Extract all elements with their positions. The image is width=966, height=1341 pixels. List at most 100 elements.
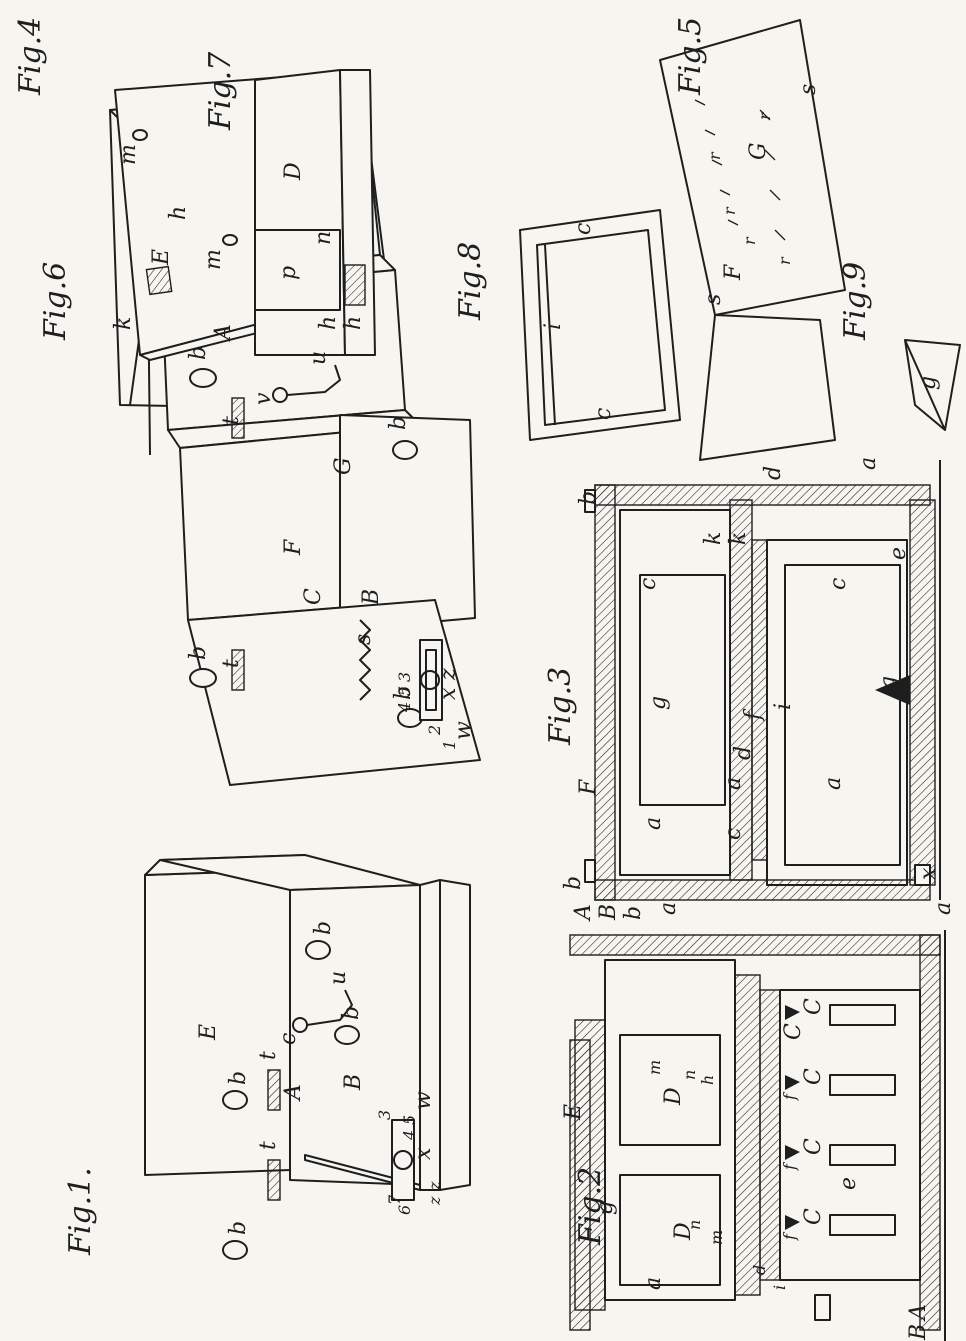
label: G	[746, 142, 771, 160]
fig1-caption: Fig.1.	[63, 1167, 98, 1256]
label: a	[641, 1277, 666, 1290]
label: 3	[375, 1110, 394, 1120]
label: h	[316, 316, 341, 330]
fig7-opening	[254, 229, 341, 311]
label: C	[301, 588, 326, 605]
fig3-lower-box	[784, 564, 901, 866]
label: B	[906, 1324, 931, 1341]
label: E	[149, 249, 174, 266]
fig2-comb	[829, 1144, 896, 1166]
label: z	[436, 668, 461, 681]
fig3-frame	[751, 539, 768, 861]
fig8-inner	[536, 229, 666, 426]
label: m	[201, 249, 226, 270]
label: 1	[440, 740, 459, 750]
label: d	[750, 1265, 769, 1275]
label: u	[326, 971, 351, 985]
fig2-wall-top	[569, 934, 941, 956]
fig5-plate-lower	[699, 314, 836, 461]
fig3-lower-chamber	[766, 539, 908, 886]
label: h	[341, 316, 366, 330]
fig3-caption: Fig.3	[543, 667, 578, 746]
label: k	[726, 532, 751, 545]
label: F	[721, 264, 746, 281]
figure-9: Fig.9	[838, 262, 961, 431]
label: 2	[425, 725, 444, 736]
fig4-knob	[189, 368, 217, 388]
label: c	[571, 223, 596, 235]
fig2-box-d2	[619, 1174, 721, 1286]
label: E	[561, 1104, 586, 1121]
label: D	[661, 1087, 686, 1106]
figure-3: Fig.3	[543, 460, 941, 901]
fig2-divider	[759, 989, 781, 1281]
label: 5	[395, 686, 414, 696]
label: g	[593, 1201, 618, 1215]
label: v	[251, 392, 276, 405]
label: x	[411, 1147, 436, 1160]
label: E	[196, 1024, 221, 1041]
fig2-upper-box	[604, 959, 736, 1301]
label: r	[775, 256, 794, 265]
label: B	[359, 589, 384, 606]
label: G	[331, 457, 356, 475]
label: w	[451, 721, 476, 740]
label: z	[425, 1196, 444, 1206]
label: a	[656, 902, 681, 915]
label: b	[226, 1071, 251, 1085]
label: r	[755, 111, 774, 120]
label: D	[281, 162, 306, 181]
fig3-wall-top	[594, 484, 616, 901]
label: 4	[400, 1130, 419, 1141]
label: B	[596, 904, 621, 921]
label: h	[166, 206, 191, 220]
label: m	[645, 1060, 664, 1075]
fig2-comb	[829, 1004, 896, 1026]
label: w	[411, 1091, 436, 1110]
label: b	[576, 491, 601, 505]
fig2-caption: Fig.2	[573, 1167, 608, 1246]
label: t	[256, 1141, 281, 1150]
fig2-box-d1	[619, 1034, 721, 1146]
fig7-caption: Fig.7	[203, 51, 238, 131]
fig4-knob	[189, 668, 217, 688]
fig3-floor	[729, 499, 753, 881]
label: b	[339, 1006, 364, 1020]
label: n	[685, 1220, 704, 1230]
label: z	[425, 1181, 444, 1191]
label: i	[771, 703, 796, 710]
label: a	[641, 817, 666, 830]
fig8-frame	[519, 209, 681, 441]
label: g	[876, 676, 901, 690]
label: u	[306, 351, 331, 365]
fig2-lower-box	[779, 989, 921, 1281]
label: A	[571, 904, 596, 922]
label: c	[276, 1033, 301, 1045]
label: g	[646, 696, 671, 710]
label: b	[186, 346, 211, 360]
label: h	[698, 1075, 717, 1085]
label: e	[836, 1177, 861, 1190]
label: d	[761, 466, 786, 480]
fig7-box-side	[339, 69, 376, 356]
label: C	[801, 1208, 826, 1225]
reference-labels: E A B C G F b b b b t t v u s 1 2 4 5 3 …	[111, 84, 956, 1341]
figure-7: Fig.7	[203, 51, 376, 356]
label: b	[386, 416, 411, 430]
fig8-caption: Fig.8	[453, 242, 488, 321]
label: d	[731, 746, 756, 760]
label: F	[281, 539, 306, 556]
fig2-wall-right	[919, 934, 941, 1331]
label: k	[701, 532, 726, 545]
label: c	[591, 408, 616, 420]
label: m	[707, 1230, 726, 1245]
label: A	[211, 324, 236, 342]
label: k	[111, 317, 136, 330]
fig5-caption: Fig.5	[673, 17, 708, 96]
fig7-box-front	[254, 69, 346, 356]
label: f	[780, 1091, 799, 1101]
label: m	[116, 144, 141, 165]
label: b	[311, 921, 336, 935]
fig4-caption: Fig.4	[13, 17, 48, 96]
